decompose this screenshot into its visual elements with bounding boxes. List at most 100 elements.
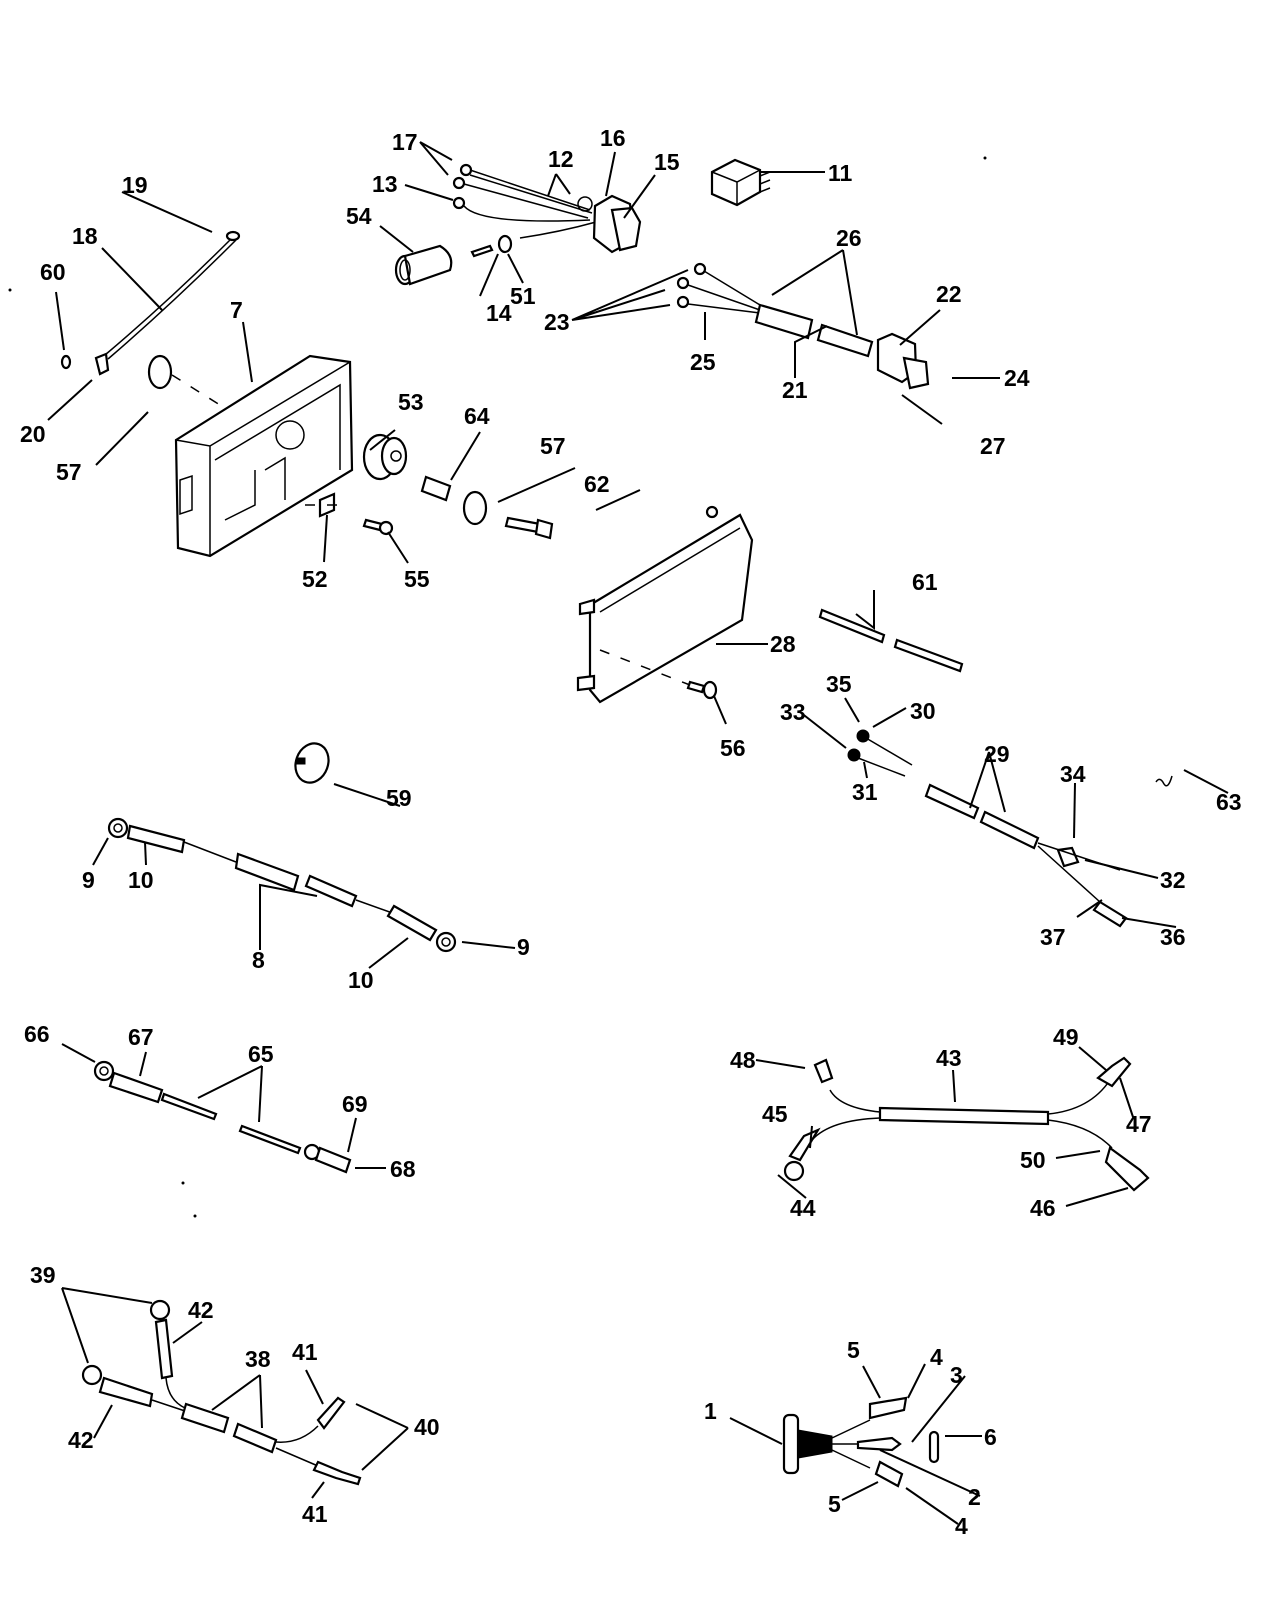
callout-16: 16 — [600, 125, 626, 151]
callout-12: 12 — [548, 146, 574, 172]
callout-29: 29 — [984, 741, 1010, 767]
callout-50: 50 — [1020, 1147, 1046, 1173]
leader-lines — [47, 141, 1229, 1525]
callout-15: 15 — [654, 149, 680, 175]
cover-28 — [576, 505, 754, 704]
callout-24: 24 — [1004, 365, 1030, 391]
callout-42: 42 — [188, 1297, 214, 1323]
callout-9: 9 — [82, 867, 95, 893]
speck — [181, 1181, 185, 1185]
bushing-53 — [362, 433, 408, 481]
callout-37: 37 — [1040, 924, 1066, 950]
callout-39: 39 — [30, 1262, 56, 1288]
callout-57: 57 — [56, 459, 82, 485]
callout-69: 69 — [342, 1091, 368, 1117]
callout-4: 4 — [955, 1513, 968, 1539]
callout-1: 1 — [704, 1398, 717, 1424]
callout-4: 4 — [930, 1344, 943, 1370]
sensor-harness — [847, 729, 1173, 928]
callout-21: 21 — [782, 377, 808, 403]
speck — [983, 156, 987, 160]
callout-64: 64 — [464, 403, 490, 429]
callout-17: 17 — [392, 129, 418, 155]
battery-cable — [107, 817, 457, 953]
callout-55: 55 — [404, 566, 430, 592]
callout-35: 35 — [826, 671, 852, 697]
callout-53: 53 — [398, 389, 424, 415]
callout-13: 13 — [372, 171, 398, 197]
callout-26: 26 — [836, 225, 862, 251]
callout-48: 48 — [730, 1047, 756, 1073]
callout-23: 23 — [544, 309, 570, 335]
switch-harness — [394, 158, 771, 286]
callout-62: 62 — [584, 471, 610, 497]
callout-5: 5 — [828, 1491, 841, 1517]
callout-27: 27 — [980, 433, 1006, 459]
callout-41: 41 — [292, 1339, 318, 1365]
callout-10: 10 — [348, 967, 374, 993]
callout-38: 38 — [245, 1346, 271, 1372]
callout-47: 47 — [1126, 1111, 1152, 1137]
callout-31: 31 — [852, 779, 878, 805]
speck — [193, 1214, 197, 1218]
switch-box-7 — [174, 354, 354, 558]
screw-62 — [504, 516, 554, 540]
callout-5: 5 — [847, 1337, 860, 1363]
callout-32: 32 — [1160, 867, 1186, 893]
callout-30: 30 — [910, 698, 936, 724]
callout-43: 43 — [936, 1045, 962, 1071]
sleeve-64 — [420, 475, 452, 502]
callout-28: 28 — [770, 631, 796, 657]
callout-8: 8 — [252, 947, 265, 973]
callout-68: 68 — [390, 1156, 416, 1182]
callout-44: 44 — [790, 1195, 816, 1221]
callout-56: 56 — [720, 735, 746, 761]
callout-36: 36 — [1160, 924, 1186, 950]
callout-labels: 1 2 3 4 4 5 5 6 7 8 9 9 10 10 11 12 13 1… — [20, 125, 1242, 1539]
callout-49: 49 — [1053, 1024, 1079, 1050]
sleeve-61b — [893, 638, 964, 673]
callout-46: 46 — [1030, 1195, 1056, 1221]
callout-60: 60 — [40, 259, 66, 285]
callout-3: 3 — [950, 1362, 963, 1388]
callout-45: 45 — [762, 1101, 788, 1127]
callout-25: 25 — [690, 349, 716, 375]
callout-14: 14 — [486, 300, 512, 326]
callout-65: 65 — [248, 1041, 274, 1067]
screw-56 — [686, 680, 718, 700]
screw-55 — [362, 518, 394, 536]
grommet-57-right — [462, 490, 488, 526]
speck — [8, 288, 12, 292]
callout-18: 18 — [72, 223, 98, 249]
callout-63: 63 — [1216, 789, 1242, 815]
callout-59: 59 — [386, 785, 412, 811]
boot-54 — [394, 244, 453, 286]
callout-33: 33 — [780, 699, 806, 725]
callout-66: 66 — [24, 1021, 50, 1047]
sleeve-61a — [818, 608, 886, 644]
y-harness — [783, 1056, 1150, 1192]
clamp-59 — [294, 742, 330, 784]
callout-2: 2 — [968, 1484, 981, 1510]
callout-61: 61 — [912, 569, 938, 595]
callout-7: 7 — [230, 297, 243, 323]
grommet-connector — [782, 1396, 940, 1488]
callout-67: 67 — [128, 1024, 154, 1050]
ground-strap — [60, 230, 241, 376]
connector-harness — [676, 262, 930, 390]
callout-10: 10 — [128, 867, 154, 893]
wire-bundle-12 — [452, 163, 597, 239]
callout-20: 20 — [20, 421, 46, 447]
callout-57: 57 — [540, 433, 566, 459]
connector-body-15 — [592, 194, 642, 254]
callout-19: 19 — [122, 172, 148, 198]
callout-54: 54 — [346, 203, 372, 229]
callout-9: 9 — [517, 934, 530, 960]
grommet-57-left — [147, 354, 173, 390]
callout-51: 51 — [510, 283, 536, 309]
callout-52: 52 — [302, 566, 328, 592]
callout-22: 22 — [936, 281, 962, 307]
twin-lead-harness — [81, 1299, 362, 1486]
callout-42: 42 — [68, 1427, 94, 1453]
